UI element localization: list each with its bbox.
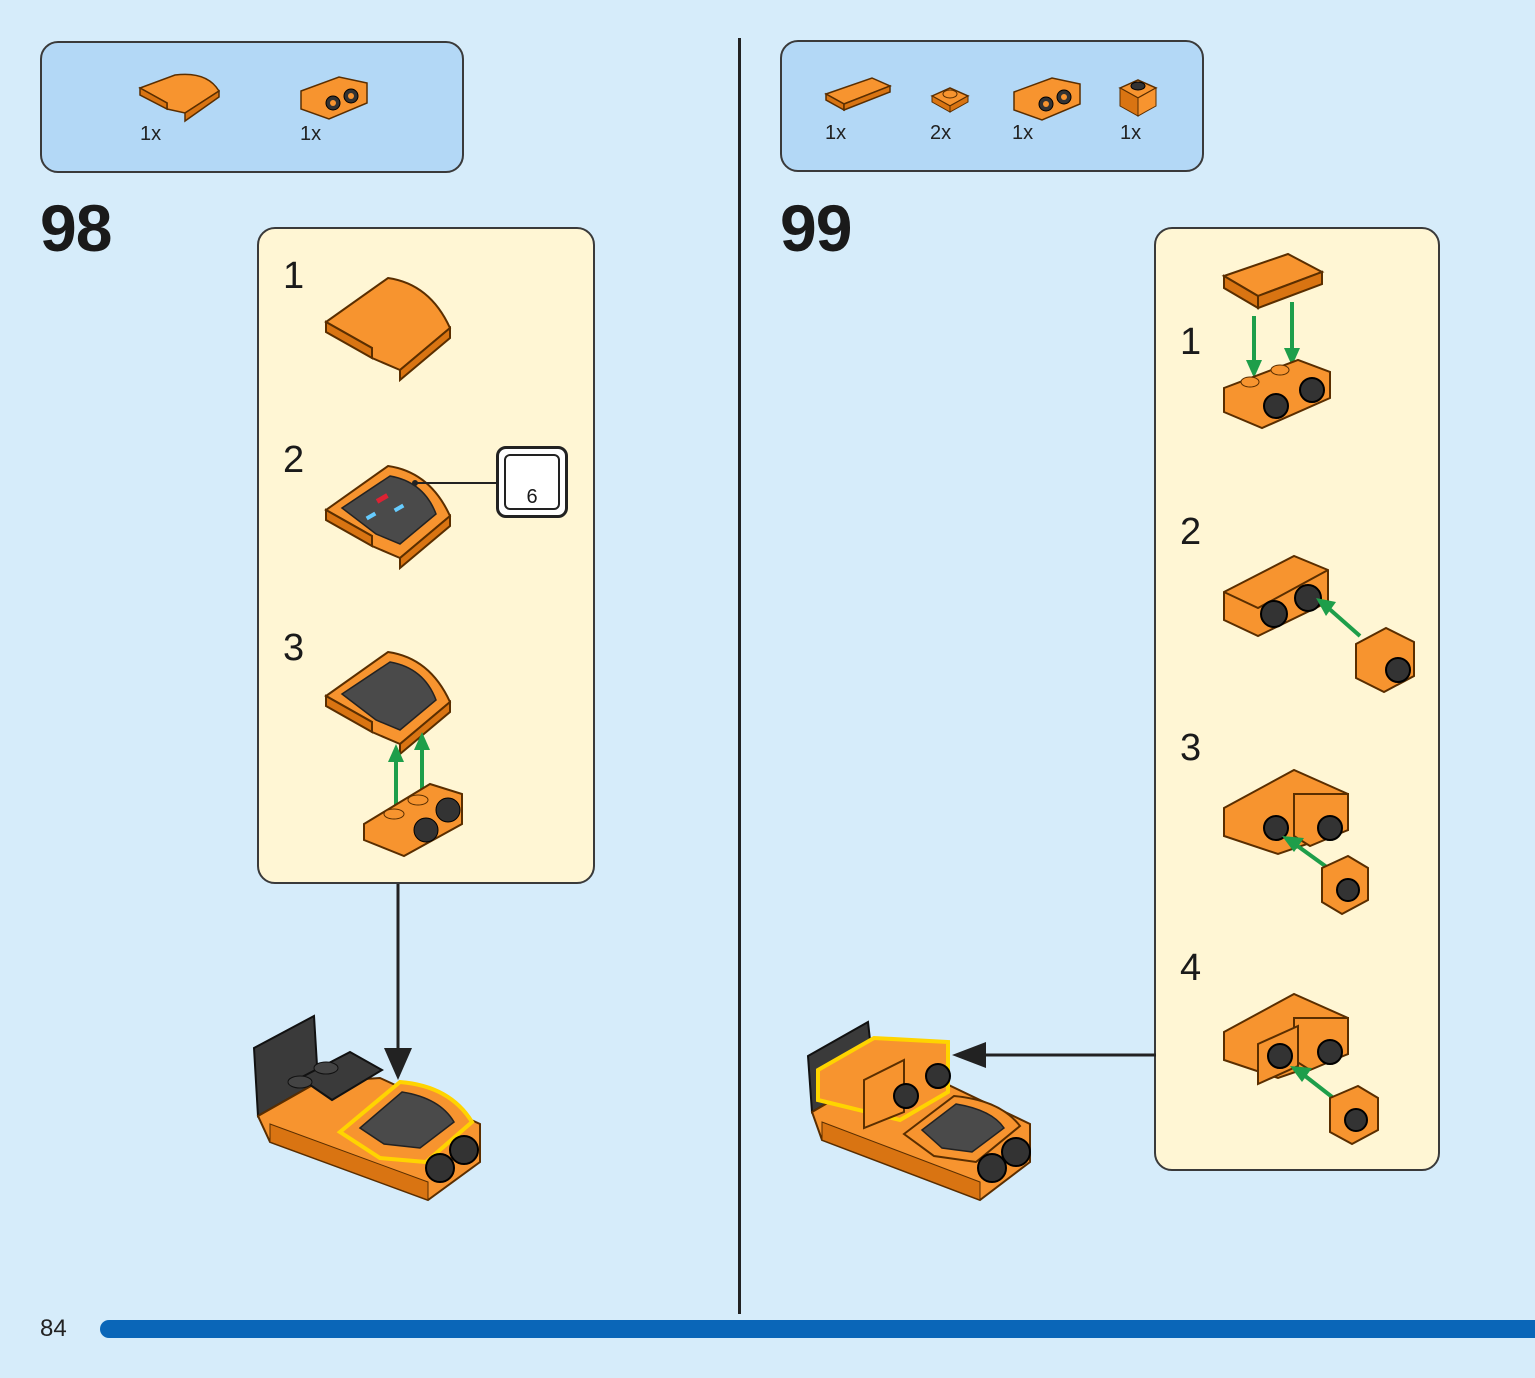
substep-number: 1 [1180, 321, 1202, 363]
substep-number: 1 [283, 255, 305, 297]
part-qty: 1x [300, 123, 322, 145]
tile-onto-bracket-illustration [1221, 252, 1331, 430]
part-round-plate [928, 78, 1038, 188]
sticker-number: 6 [526, 486, 538, 508]
part-headlight-brick [1116, 72, 1226, 182]
curved-slope-illustration [324, 276, 452, 382]
bracket-headlight-orange-icon [300, 76, 368, 120]
headlight-brick-attach-illustration [1223, 554, 1415, 694]
page-number: 84 [40, 1315, 67, 1342]
page-divider [738, 38, 741, 1314]
step-number: 99 [780, 191, 852, 265]
headlight-brick-orange-icon [1118, 79, 1158, 117]
round-plate-1x1-orange-icon [930, 87, 970, 113]
model-progress-98 [252, 1014, 481, 1202]
parts-callout-98: 1x 1x [40, 41, 464, 173]
assembly-arrow-99 [952, 1042, 1156, 1068]
third-headlight-brick-illustration [1223, 992, 1379, 1146]
substep-number: 4 [1180, 947, 1202, 989]
substep-number: 3 [1180, 727, 1202, 769]
slope-attach-illustration [324, 650, 463, 858]
sticker-icon [504, 454, 560, 510]
sticker-sheet-callout: 6 [496, 446, 568, 518]
part-qty: 1x [1012, 122, 1034, 144]
bracket-headlight-orange-icon [1013, 77, 1081, 121]
part-curved-slope [137, 65, 247, 175]
second-headlight-brick-illustration [1223, 768, 1369, 916]
slope-with-sticker-illustration [324, 464, 452, 570]
tile-2x4-orange-icon [824, 77, 892, 112]
assembly-arrow-98 [384, 884, 412, 1080]
part-qty: 2x [930, 122, 952, 144]
part-qty: 1x [1120, 122, 1142, 144]
page-progress-bar [100, 1320, 1535, 1338]
part-bracket-headlight [1010, 70, 1120, 180]
substep-number: 3 [283, 627, 305, 669]
part-qty: 1x [140, 123, 162, 145]
curved-slope-2x2-orange-icon [138, 73, 221, 123]
part-qty: 1x [825, 122, 847, 144]
substep-number: 2 [1180, 511, 1202, 553]
step-number: 98 [40, 191, 112, 265]
sticker-callout-line [412, 480, 498, 486]
part-bracket-headlight [297, 69, 407, 179]
part-tile [822, 72, 932, 182]
parts-callout-99: 1x 2x 1x 1x [780, 40, 1204, 172]
model-progress-99 [806, 1020, 1031, 1202]
substep-number: 2 [283, 439, 305, 481]
